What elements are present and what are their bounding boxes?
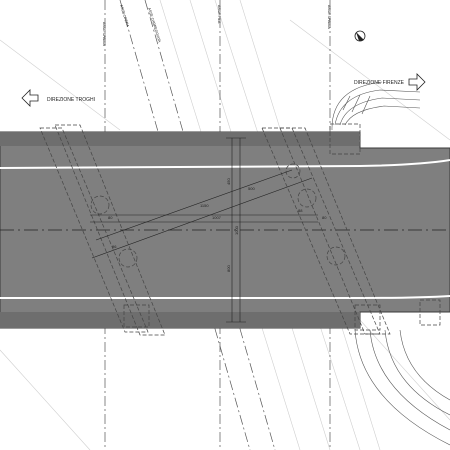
dim-left-small: 80 — [108, 215, 113, 220]
dimension-lines — [90, 137, 318, 323]
direction-right-arrow-icon — [408, 73, 426, 91]
dim-upper-vert: 450 — [226, 178, 231, 185]
support-outlines — [39, 123, 441, 336]
north-arrow-icon — [354, 30, 366, 42]
axis-label-5: ASSE SPALLA — [327, 5, 331, 30]
dim-upper-right: 500 — [248, 186, 255, 191]
dim-right-small: 80 — [322, 215, 327, 220]
direction-left-arrow-icon — [21, 89, 39, 107]
stair-curves — [331, 81, 450, 446]
dim-left-diag: 96 — [112, 244, 117, 249]
axis-label-4: ASSE PILA — [217, 5, 221, 24]
direction-left-label: DIREZIONE TROGHI — [47, 97, 95, 103]
lane-line-bottom — [0, 295, 450, 299]
axis-label-2: ASSE OPERA — [119, 4, 130, 28]
deck-bottom-curb — [0, 312, 360, 328]
dim-overall-diag: 1150 — [200, 203, 209, 208]
dim-lower-vert: 1000 — [234, 225, 239, 235]
dim-lower-vert-2: 800 — [226, 265, 231, 272]
direction-right-label: DIREZIONE FIRENZE — [354, 80, 405, 86]
lane-line-top — [0, 159, 450, 169]
axis-label-3: ASSE CARREGGIATA — [147, 7, 162, 43]
deck-top-curb — [0, 132, 360, 146]
axis-label-1: ASSE SPALLA — [102, 22, 106, 47]
dim-half-diag: 1007 — [212, 215, 222, 220]
deck — [0, 131, 450, 329]
dim-right-top: 88 — [298, 208, 303, 213]
